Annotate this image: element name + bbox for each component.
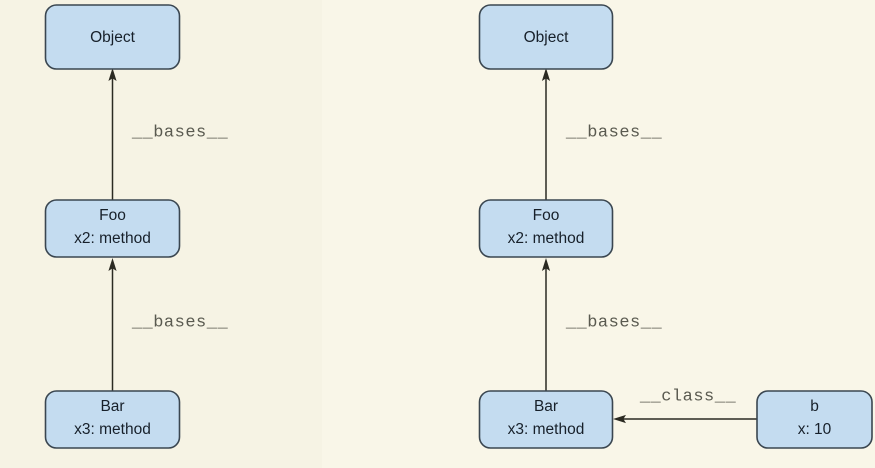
edge-label-class: __class__ xyxy=(639,387,737,406)
node-foo-right[interactable]: Foo x2: method xyxy=(478,199,614,258)
arrowhead-icon xyxy=(613,414,626,424)
node-box[interactable] xyxy=(756,390,873,449)
node-bar-left[interactable]: Bar x3: method xyxy=(44,390,181,449)
node-bar-right[interactable]: Bar x3: method xyxy=(478,390,614,449)
left-diagram: __bases__ __bases__ Object Foo x2: metho… xyxy=(44,4,228,449)
node-detail: x3: method xyxy=(74,421,151,438)
node-box[interactable] xyxy=(478,390,614,449)
edge-b-to-bar-right: __class__ xyxy=(613,387,757,424)
node-title: b xyxy=(810,398,819,415)
edge-label-bases: __bases__ xyxy=(565,313,663,332)
arrowhead-icon xyxy=(108,68,117,81)
node-detail: x: 10 xyxy=(798,421,832,438)
node-object-left[interactable]: Object xyxy=(44,4,181,70)
edge-label-bases: __bases__ xyxy=(565,123,663,142)
node-title: Bar xyxy=(100,398,124,415)
edge-foo-to-object-left: __bases__ xyxy=(108,68,228,200)
node-detail: x2: method xyxy=(74,230,151,247)
node-box[interactable] xyxy=(44,199,181,258)
node-title: Object xyxy=(524,29,569,46)
node-box[interactable] xyxy=(478,4,614,70)
edge-label-bases: __bases__ xyxy=(131,313,229,332)
node-box[interactable] xyxy=(44,390,181,449)
node-detail: x2: method xyxy=(508,230,585,247)
arrowhead-icon xyxy=(541,258,551,271)
node-foo-left[interactable]: Foo x2: method xyxy=(44,199,181,258)
node-detail: x3: method xyxy=(508,421,585,438)
edge-foo-to-object-right: __bases__ xyxy=(541,68,663,200)
edge-bar-to-foo-left: __bases__ xyxy=(108,258,228,391)
node-b-right[interactable]: b x: 10 xyxy=(756,390,873,449)
node-title: Foo xyxy=(99,207,126,224)
arrowhead-icon xyxy=(108,258,117,271)
node-title: Foo xyxy=(533,207,560,224)
right-diagram: __bases__ __bases__ __class__ Object xyxy=(478,4,873,449)
edge-label-bases: __bases__ xyxy=(131,123,229,142)
edge-bar-to-foo-right: __bases__ xyxy=(541,258,663,391)
node-box[interactable] xyxy=(44,4,181,70)
node-object-right[interactable]: Object xyxy=(478,4,614,70)
node-title: Bar xyxy=(534,398,558,415)
node-box[interactable] xyxy=(478,199,614,258)
arrowhead-icon xyxy=(541,68,551,81)
node-title: Object xyxy=(90,29,135,46)
